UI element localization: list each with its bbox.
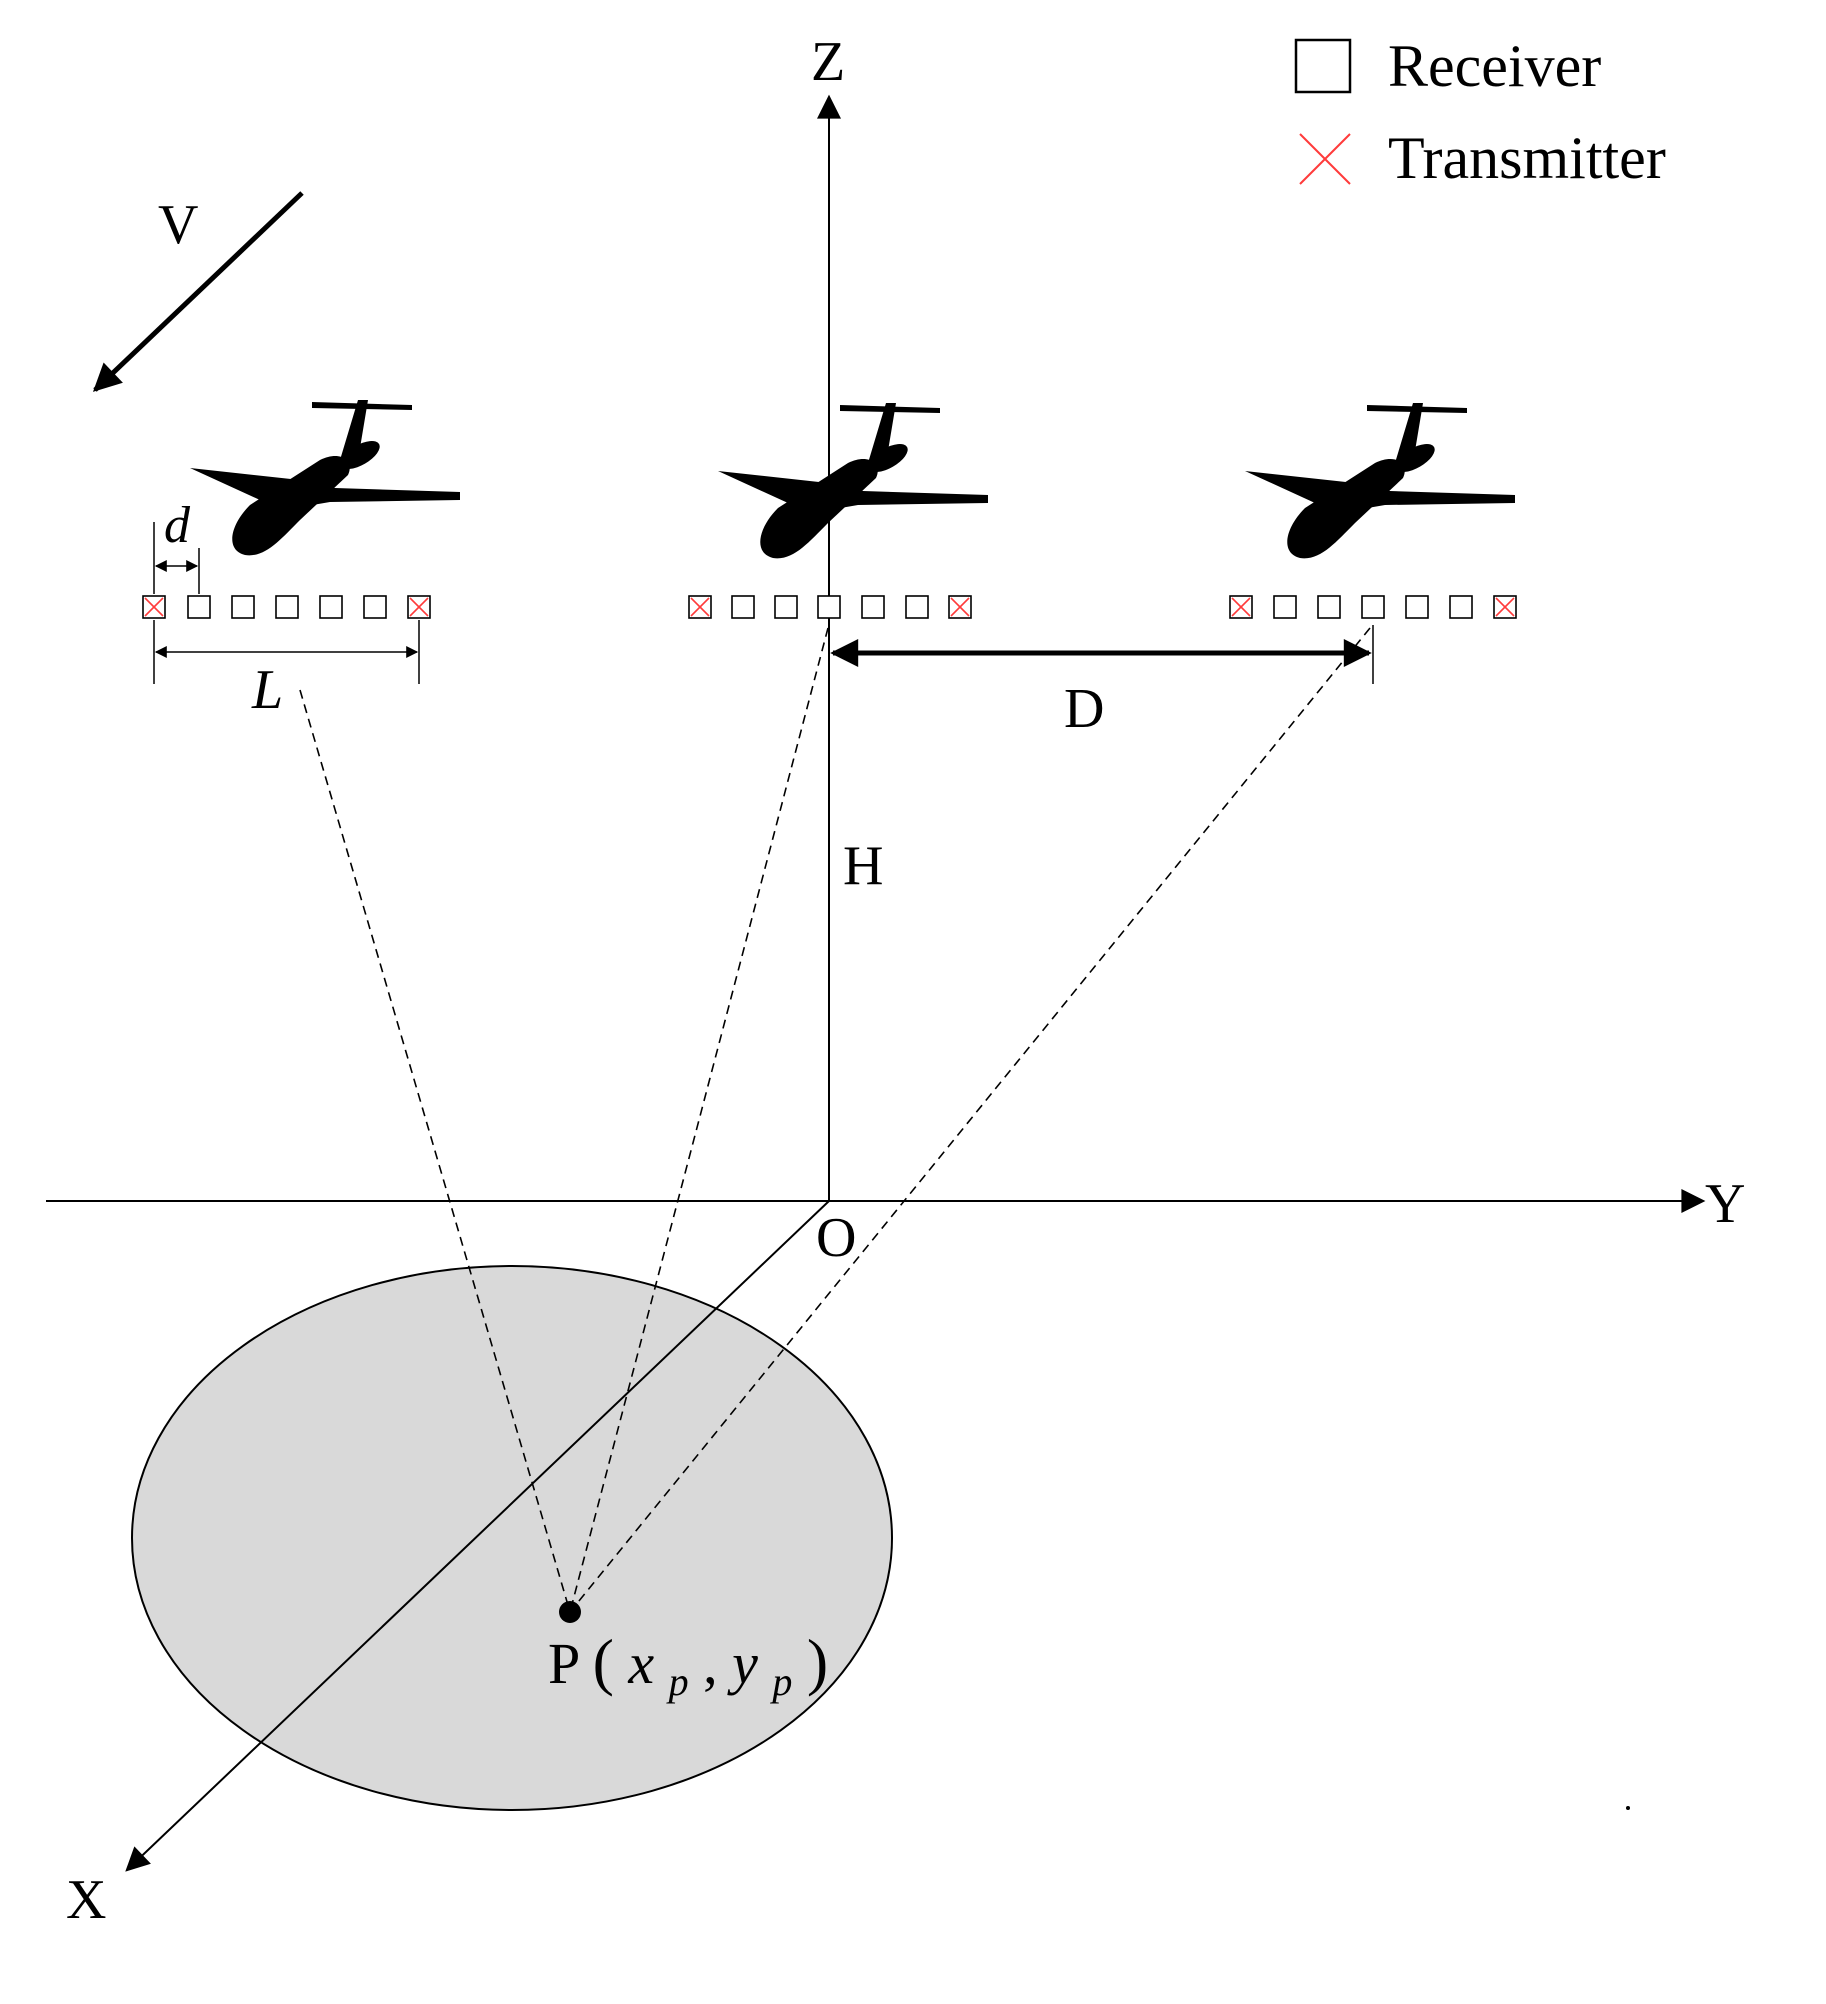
receiver-icon — [774, 595, 798, 619]
line-of-sight-left — [299, 689, 571, 1613]
scene-ellipse — [131, 1265, 893, 1811]
y-axis-label: Y — [1705, 1173, 1745, 1235]
receiver-icon — [1449, 595, 1473, 619]
z-axis-label: Z — [811, 31, 845, 93]
stray-dot — [1626, 1806, 1630, 1810]
receiver-icon — [1317, 595, 1341, 619]
point-name: P — [548, 1631, 578, 1696]
line-of-sight-right — [569, 627, 1371, 1613]
transmitter-icon — [142, 595, 166, 619]
transmitter-icon — [1493, 595, 1517, 619]
array-center — [688, 595, 972, 619]
transmitter-icon — [948, 595, 972, 619]
aircraft-icon — [190, 400, 460, 556]
x-axis-label: X — [66, 1869, 106, 1931]
receiver-icon — [231, 595, 255, 619]
transmitter-icon — [1229, 595, 1253, 619]
array-left — [142, 595, 431, 619]
receiver-icon — [1273, 595, 1297, 619]
line-of-sight-center — [569, 627, 829, 1613]
length-label: L — [251, 659, 283, 721]
legend-transmitter-label: Transmitter — [1388, 125, 1666, 191]
array-right — [1229, 595, 1517, 619]
legend-receiver-label: Receiver — [1388, 33, 1601, 99]
transmitter-icon — [407, 595, 431, 619]
receiver-icon — [861, 595, 885, 619]
height-label: H — [843, 835, 883, 897]
x-axis — [125, 1200, 830, 1872]
point-comma: , — [703, 1631, 718, 1696]
legend-transmitter-icon — [1299, 133, 1351, 185]
receiver-icon — [275, 595, 299, 619]
receiver-icon — [905, 595, 929, 619]
baseline-label: D — [1064, 678, 1104, 740]
point-x: x — [627, 1631, 654, 1696]
aircraft-icon — [718, 403, 988, 559]
receiver-icon — [731, 595, 755, 619]
point-label: P ( x p , y p ) — [548, 1626, 828, 1708]
target-point — [559, 1601, 581, 1623]
receiver-icon — [1361, 595, 1385, 619]
receiver-icon — [319, 595, 343, 619]
velocity-label: V — [158, 194, 198, 256]
legend-receiver-icon — [1294, 38, 1352, 94]
baseline-dimension — [830, 625, 1374, 684]
spacing-label: d — [164, 497, 191, 554]
legend: Receiver Transmitter — [1294, 33, 1666, 191]
point-x-sub: p — [666, 1659, 689, 1704]
transmitter-icon — [688, 595, 712, 619]
receiver-icon — [817, 595, 841, 619]
receiver-icon — [187, 595, 211, 619]
velocity-arrow — [92, 191, 304, 392]
spacing-dimension — [153, 522, 200, 594]
length-dimension — [153, 620, 420, 684]
point-close-paren: ) — [807, 1626, 828, 1697]
receiver-icon — [1405, 595, 1429, 619]
point-y: y — [727, 1631, 758, 1696]
origin-label: O — [816, 1207, 856, 1269]
aircraft-icon — [1245, 403, 1515, 559]
point-open-paren: ( — [593, 1626, 614, 1697]
point-y-sub: p — [769, 1659, 792, 1704]
receiver-icon — [363, 595, 387, 619]
